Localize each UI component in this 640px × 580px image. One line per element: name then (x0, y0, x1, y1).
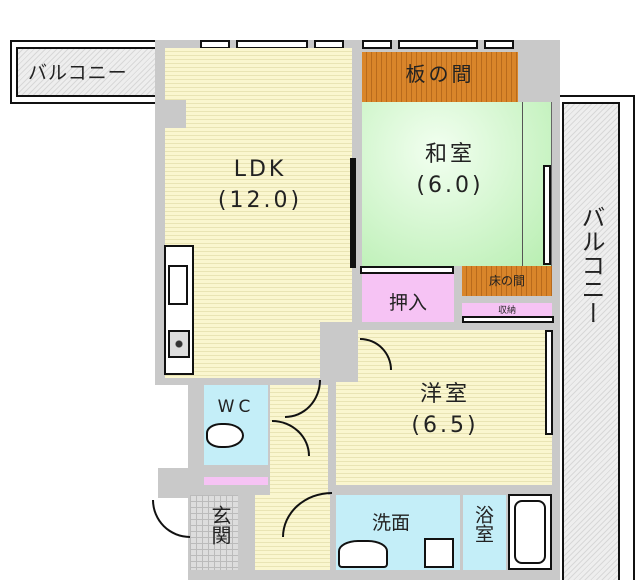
washitsu-name: 和室 (424, 142, 475, 167)
oshiire-label: 押入 (388, 292, 427, 314)
window (362, 40, 392, 49)
balcony-right (562, 102, 620, 580)
wc-label: WC (217, 397, 255, 417)
room-ita-no-ma (362, 52, 518, 102)
youshitsu-size: (6.5) (411, 412, 479, 438)
room-shuunou (462, 303, 552, 316)
shoe-cabinet (204, 477, 268, 485)
bathtub-icon (508, 494, 552, 570)
toilet-icon (206, 423, 244, 448)
wall-entrance (158, 468, 188, 498)
window-sliding (543, 165, 551, 265)
washing-machine-icon (424, 538, 454, 568)
balcony-right-label: バルコニー (577, 205, 605, 325)
room-oshiire (362, 274, 454, 322)
yokushitsu-label: 浴室 (472, 505, 494, 543)
window-sliding (398, 40, 478, 49)
washitsu-size: (6.0) (416, 172, 484, 198)
ita-no-ma-label: 板の間 (405, 62, 475, 86)
room-washitsu (362, 102, 552, 266)
tatami-line (522, 102, 523, 266)
window-sliding (545, 330, 553, 435)
wall-ldk-youshitsu (320, 322, 358, 382)
youshitsu-label: 洋室 (6.5) (375, 380, 515, 442)
genkan-label: 玄関 (208, 505, 232, 545)
washbasin-icon (338, 540, 388, 568)
toko-no-ma-label: 床の間 (488, 274, 525, 288)
room-toko-no-ma (462, 266, 552, 296)
room-yokushitsu (463, 495, 506, 570)
oshiire-door (360, 266, 454, 274)
ldk-size: (12.0) (217, 187, 303, 213)
ldk-label: LDK (12.0) (190, 155, 330, 217)
washitsu-label: 和室 (6.0) (380, 140, 520, 202)
room-genkan (190, 495, 238, 570)
youshitsu-name: 洋室 (419, 382, 470, 407)
pillar (158, 100, 186, 128)
window (484, 40, 514, 49)
shuunou-label: 収納 (497, 306, 516, 316)
sliding-door (350, 158, 356, 268)
stove-icon (168, 330, 190, 358)
bathtub-inner (514, 500, 546, 564)
senmen-label: 洗面 (371, 512, 410, 534)
sink-icon (168, 265, 188, 305)
hallway-lower (255, 495, 330, 570)
ldk-name: LDK (233, 157, 287, 182)
balcony-left-label: バルコニー (28, 62, 128, 84)
balcony-left (16, 47, 158, 97)
shuunou-door (462, 316, 554, 323)
